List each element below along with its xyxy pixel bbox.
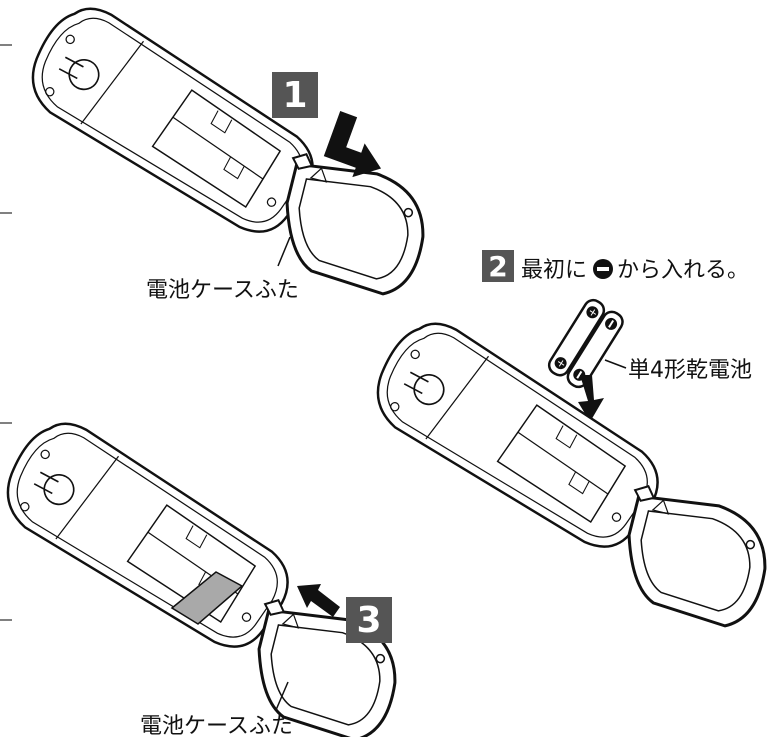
installed-batteries (170, 571, 244, 625)
margin-ticks (0, 44, 12, 621)
step3-badge (346, 597, 392, 643)
step2-text-after: から入れる。 (617, 258, 749, 283)
step3-group: 3 電池ケースふた (0, 406, 410, 737)
minus-icon (593, 259, 613, 279)
cover-label-bottom: 電池ケースふた (140, 714, 293, 737)
step1-number: 1 (282, 75, 307, 116)
leader-line-cover-bottom (275, 681, 289, 711)
leader-line-battery (604, 359, 627, 369)
battery-label: 単4形乾電池 (628, 358, 752, 383)
leader-line-cover-top (277, 236, 291, 267)
step2-number: 2 (488, 250, 507, 283)
arrow-close-icon (297, 584, 340, 617)
step3-number: 3 (356, 600, 381, 641)
batteries-icon: + + (547, 298, 624, 389)
step2-group: 2 最初に から入れる。 + + 単4形乾電池 (354, 250, 780, 634)
step2-text-before: 最初に (521, 258, 587, 283)
arrow-insert-icon (578, 375, 604, 422)
cover-label-top: 電池ケースふた (146, 278, 299, 303)
step2-badge (482, 250, 514, 282)
step1-group: 1 電池ケースふた (9, 0, 438, 303)
step1-badge (272, 72, 318, 118)
